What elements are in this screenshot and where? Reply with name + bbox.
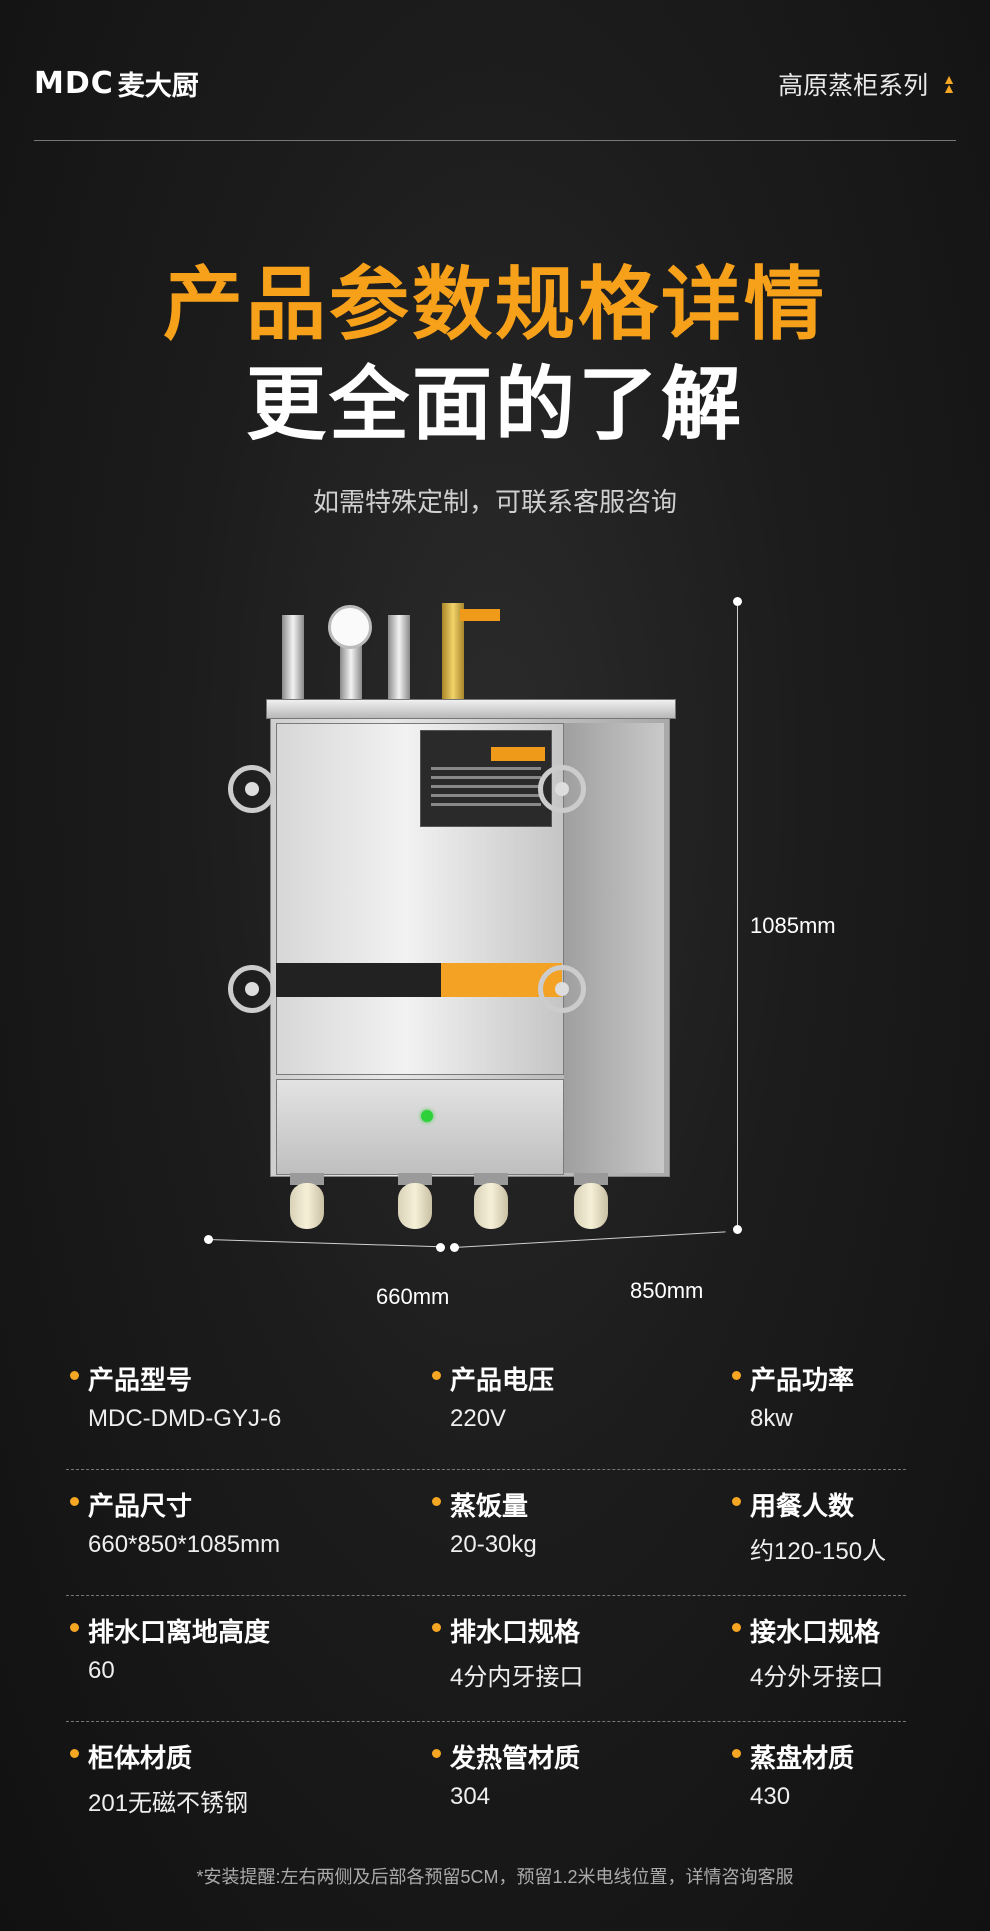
spec-label: 蒸盘材质	[728, 1738, 854, 1775]
door-handwheel-icon	[538, 965, 586, 1013]
spec-row: 柜体材质 201无磁不锈钢 发热管材质 304 蒸盘材质 430	[66, 1738, 906, 1864]
steam-valve-right	[388, 615, 410, 703]
row-divider	[66, 1595, 906, 1596]
dimension-endpoint	[733, 1225, 742, 1234]
spec-row: 产品尺寸 660*850*1085mm 蒸饭量 20-30kg 用餐人数约120-1…	[66, 1486, 906, 1612]
spec-item: 蒸盘材质 430	[728, 1738, 854, 1811]
spec-label: 接水口规格	[728, 1612, 883, 1649]
spec-value: 220V	[450, 1405, 507, 1432]
logo-cn: 麦大厨	[117, 71, 199, 101]
instruction-panel	[420, 730, 552, 827]
brand-logo: MDC 麦大厨	[34, 64, 199, 103]
spec-value: 201无磁不锈钢	[88, 1790, 249, 1817]
spec-label: 产品功率	[728, 1360, 854, 1397]
spec-table: 产品型号 MDC-DMD-GYJ-6 产品电压 220V 产品功率 8kw 产品尺寸 6…	[66, 1360, 906, 1864]
spec-value: 430	[750, 1783, 791, 1810]
series-label: 高原蒸柜系列 ▲▲	[778, 66, 956, 102]
caster-mount	[290, 1173, 324, 1185]
custom-note: 如需特殊定制，可联系客服咨询	[312, 487, 677, 517]
spec-item: 排水口规格 4分内牙接口	[428, 1612, 583, 1692]
valve-handle	[460, 609, 500, 621]
dimension-endpoint	[436, 1243, 445, 1252]
caster-wheel-icon	[474, 1183, 508, 1229]
spec-item: 排水口离地高度 60	[66, 1612, 270, 1685]
hero-subtitle: 更全面的了解	[246, 360, 744, 449]
row-divider	[66, 1721, 906, 1722]
spec-value: 4分内牙接口	[450, 1664, 584, 1691]
logo-latin: MDC	[34, 66, 114, 101]
spec-label: 柜体材质	[66, 1738, 248, 1775]
install-reminder: *安装提醒:左右两侧及后部各预留5CM，预留1.2米电线位置，详情咨询客服	[196, 1867, 794, 1887]
height-dimension-line	[737, 601, 738, 1229]
spec-value: 304	[450, 1783, 491, 1810]
spec-label: 产品电压	[428, 1360, 554, 1397]
spec-label: 排水口规格	[428, 1612, 583, 1649]
spec-item: 接水口规格 4分外牙接口	[728, 1612, 883, 1692]
spec-value: 660*850*1085mm	[88, 1531, 281, 1558]
spec-label: 蒸饭量	[428, 1486, 537, 1523]
dimension-endpoint	[733, 597, 742, 606]
double-chevron-up-icon: ▲▲	[942, 71, 956, 96]
spec-item: 产品功率 8kw	[728, 1360, 854, 1433]
caster-wheel-icon	[574, 1183, 608, 1229]
dimension-endpoint	[450, 1243, 459, 1252]
spec-value: 60	[88, 1657, 115, 1684]
spec-item: 柜体材质 201无磁不锈钢	[66, 1738, 248, 1818]
spec-label: 用餐人数	[728, 1486, 886, 1523]
pressure-gauge-icon	[328, 605, 372, 649]
spec-value: 8kw	[750, 1405, 793, 1432]
spec-label: 产品型号	[66, 1360, 281, 1397]
width-dimension-line	[207, 1239, 440, 1248]
gauge-stem	[340, 641, 362, 703]
door-handwheel-icon	[228, 965, 276, 1013]
caster-mount	[398, 1173, 432, 1185]
spec-value: MDC-DMD-GYJ-6	[88, 1405, 282, 1432]
caster-wheel-icon	[398, 1183, 432, 1229]
power-indicator-icon	[421, 1110, 433, 1122]
spec-value: 约120-150人	[750, 1538, 887, 1565]
spec-row: 排水口离地高度 60 排水口规格 4分内牙接口 接水口规格 4分外牙接口	[66, 1612, 906, 1738]
product-image	[204, 595, 742, 1275]
water-tank-drawer	[276, 1079, 564, 1175]
depth-dimension-label: 850mm	[630, 1278, 704, 1303]
door-handwheel-icon	[228, 765, 276, 813]
spec-label: 产品尺寸	[66, 1486, 280, 1523]
spec-value: 4分外牙接口	[750, 1664, 884, 1691]
spec-label: 发热管材质	[428, 1738, 580, 1775]
steam-valve-left	[282, 615, 304, 703]
dimension-endpoint	[204, 1235, 213, 1244]
caster-wheel-icon	[290, 1183, 324, 1229]
depth-dimension-line	[453, 1231, 726, 1248]
spec-item: 发热管材质 304	[428, 1738, 580, 1811]
door-banner	[276, 963, 562, 997]
header: MDC 麦大厨 高原蒸柜系列 ▲▲	[34, 60, 956, 103]
caster-mount	[574, 1173, 608, 1185]
spec-item: 产品电压 220V	[428, 1360, 554, 1433]
height-dimension-label: 1085mm	[750, 913, 836, 938]
spec-value: 20-30kg	[450, 1531, 537, 1558]
header-divider	[34, 140, 956, 141]
spec-label: 排水口离地高度	[66, 1612, 270, 1649]
spec-item: 产品尺寸 660*850*1085mm	[66, 1486, 280, 1559]
row-divider	[66, 1469, 906, 1470]
spec-item: 用餐人数约120-150人	[728, 1486, 886, 1566]
door-handwheel-icon	[538, 765, 586, 813]
series-text: 高原蒸柜系列	[778, 72, 929, 100]
cabinet-top	[266, 699, 676, 719]
spec-item: 产品型号 MDC-DMD-GYJ-6	[66, 1360, 281, 1433]
spec-row: 产品型号 MDC-DMD-GYJ-6 产品电压 220V 产品功率 8kw	[66, 1360, 906, 1486]
width-dimension-label: 660mm	[376, 1284, 450, 1309]
water-inlet-valve	[442, 603, 464, 703]
caster-mount	[474, 1173, 508, 1185]
spec-item: 蒸饭量 20-30kg	[428, 1486, 537, 1559]
hero-title: 产品参数规格详情	[163, 260, 827, 349]
